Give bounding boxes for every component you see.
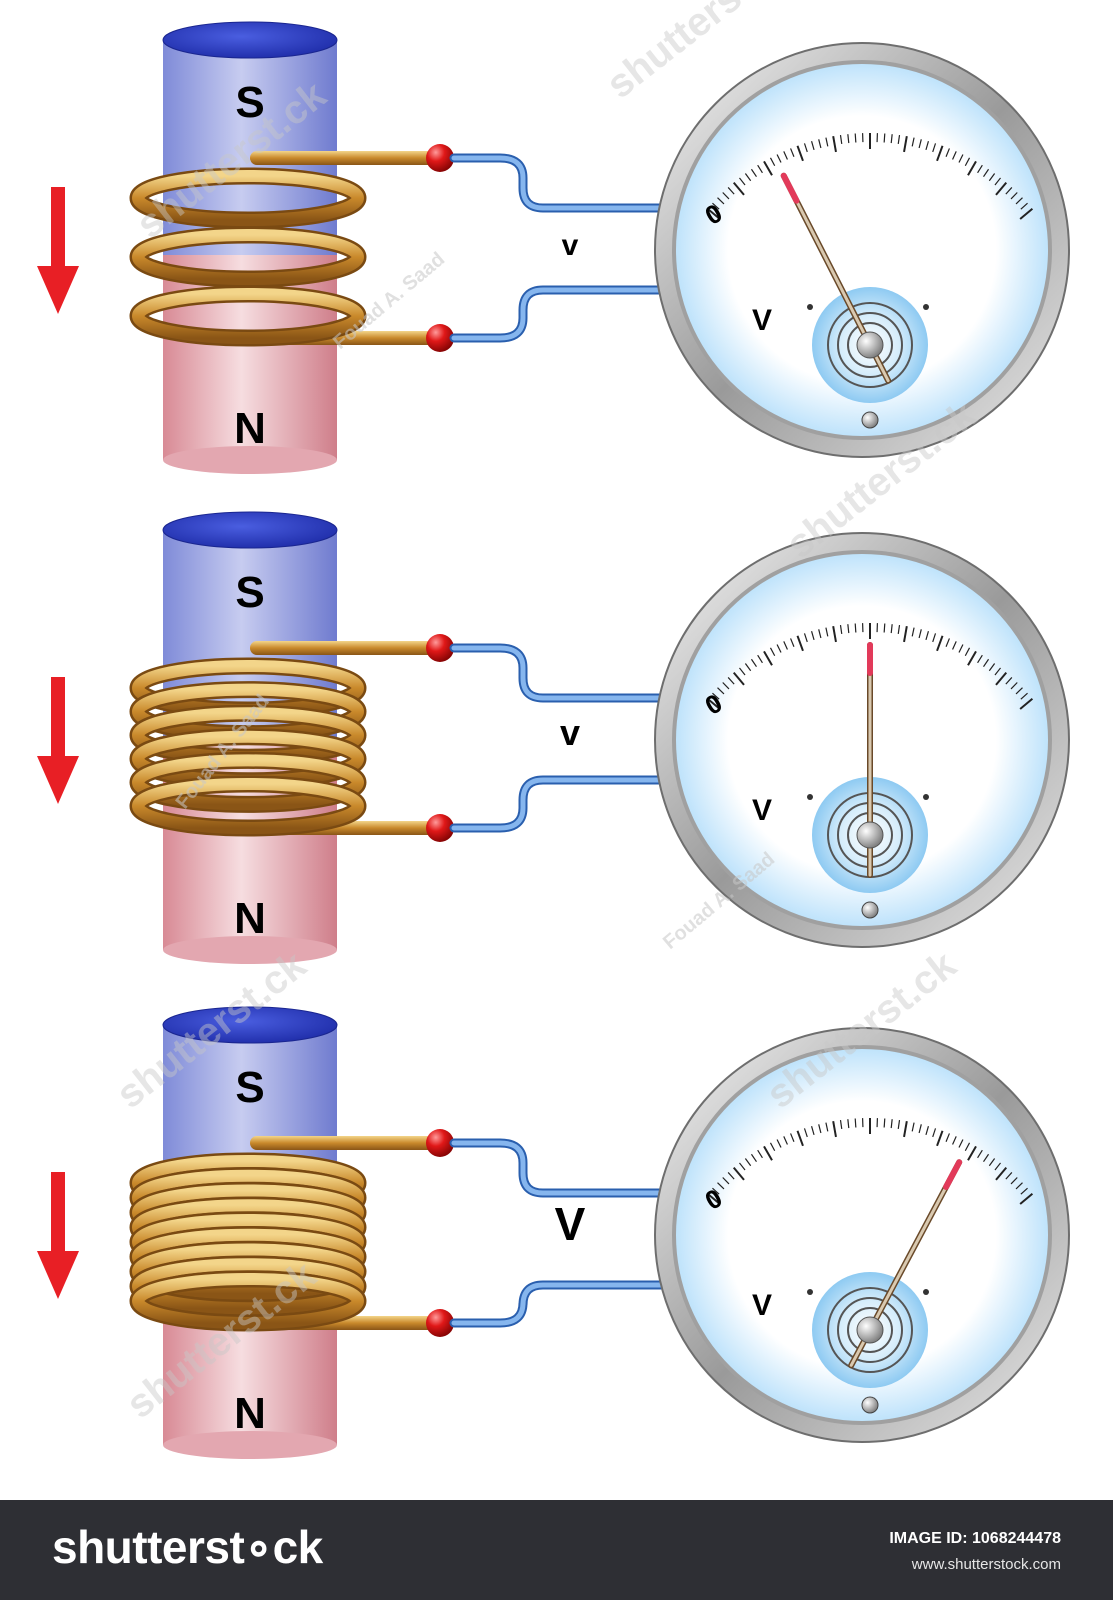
down-arrow: [37, 187, 79, 314]
lead-wires: [449, 1138, 670, 1328]
north-pole-label: N: [234, 1389, 266, 1438]
footer-logo: shutterst∘ck: [52, 1521, 323, 1573]
lead-wire-top: [449, 1138, 670, 1198]
voltage-label: v: [560, 712, 580, 753]
footer-site: www.shutterstock.com: [911, 1556, 1061, 1573]
north-pole-label: N: [234, 894, 266, 943]
panel-2: S Nv 0V: [37, 511, 1070, 964]
meter-dot: [807, 794, 813, 800]
magnet-top-cap: [162, 511, 338, 549]
lead-wire-top: [449, 153, 670, 213]
meter-face: [676, 64, 1048, 436]
terminal-top: [426, 1129, 454, 1157]
coil-top-lead: [250, 1136, 435, 1150]
meter-dot: [923, 794, 929, 800]
panel-1: S Nv 0V: [37, 21, 1070, 474]
meter-unit-label: V: [752, 304, 772, 337]
meter-scale: [706, 1118, 1034, 1205]
zero-adjust-screw: [861, 901, 879, 919]
down-arrow: [37, 1172, 79, 1299]
lead-wires: [449, 153, 670, 343]
voltmeter: 0V: [654, 1027, 1070, 1443]
lead-wire-bottom: [449, 285, 670, 343]
south-pole-label: S: [235, 568, 264, 617]
needle-pivot: [856, 331, 884, 359]
footer-bar: shutterst∘ck IMAGE ID: 1068244478 www.sh…: [0, 1500, 1113, 1600]
wire-coil: [129, 641, 435, 837]
lead-wires: [449, 643, 670, 833]
terminal-bottom: [426, 324, 454, 352]
needle-pivot: [856, 1316, 884, 1344]
image-id: IMAGE ID: 1068244478: [889, 1530, 1061, 1547]
south-pole-label: S: [235, 1063, 264, 1112]
terminal-bottom: [426, 1309, 454, 1337]
terminal-top: [426, 144, 454, 172]
down-arrow: [37, 677, 79, 804]
needle-tip: [943, 1159, 963, 1190]
meter-scale: [706, 623, 1034, 710]
voltmeter: 0V: [654, 532, 1070, 948]
lead-wire-top: [449, 643, 670, 703]
wire-coil: [129, 151, 435, 347]
wire-coil: [129, 1136, 435, 1332]
voltage-label: v: [562, 229, 579, 262]
meter-dot: [807, 304, 813, 310]
zero-adjust-screw: [861, 411, 879, 429]
lead-wire-bottom: [449, 1280, 670, 1328]
zero-adjust-screw: [861, 1396, 879, 1414]
coil-top-lead: [250, 641, 435, 655]
meter-unit-label: V: [752, 794, 772, 827]
needle-pivot: [856, 821, 884, 849]
magnet-top-cap: [162, 21, 338, 59]
voltmeter: 0V: [654, 42, 1070, 458]
meter-unit-label: V: [752, 1289, 772, 1322]
meter-dot: [807, 1289, 813, 1295]
meter-scale: [706, 133, 1034, 220]
meter-face: [676, 554, 1048, 926]
north-pole-label: N: [234, 404, 266, 453]
magnet-top-cap: [162, 1006, 338, 1044]
south-pole-label: S: [235, 78, 264, 127]
needle-tip: [780, 172, 800, 204]
terminal-top: [426, 634, 454, 662]
voltage-label: V: [555, 1198, 586, 1250]
terminal-bottom: [426, 814, 454, 842]
meter-dot: [923, 1289, 929, 1295]
meter-face: [676, 1049, 1048, 1421]
coil-top-lead: [250, 151, 435, 165]
meter-dot: [923, 304, 929, 310]
lead-wire-bottom: [449, 775, 670, 833]
